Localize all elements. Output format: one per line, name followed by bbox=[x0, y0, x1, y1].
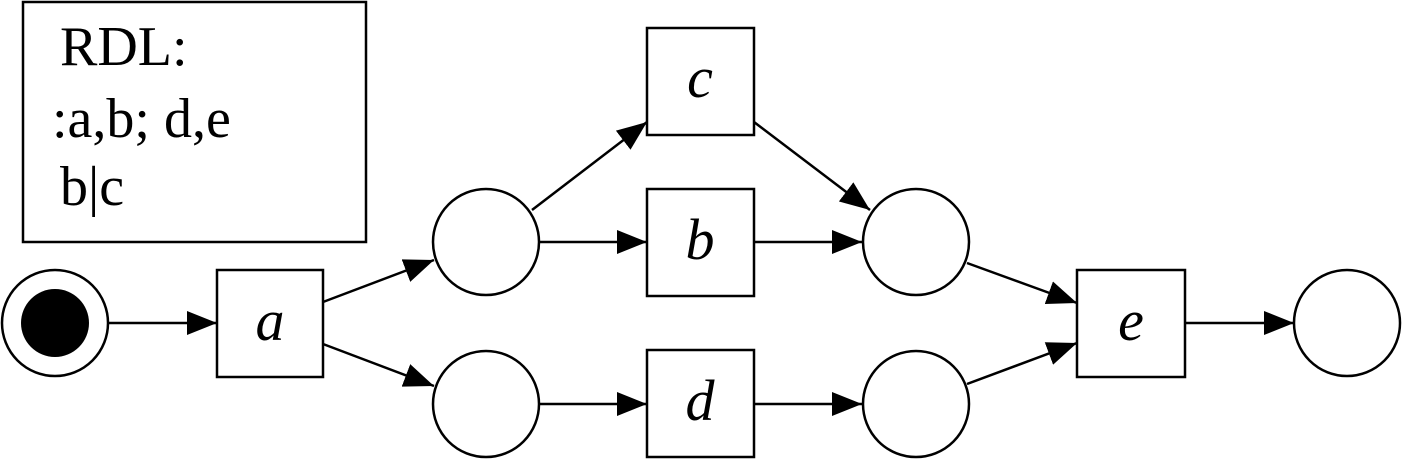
arc-p3-to-e bbox=[966, 261, 1078, 305]
transition-b-label: b bbox=[686, 207, 715, 272]
token-icon bbox=[21, 289, 89, 357]
transition-a-label: a bbox=[256, 288, 285, 353]
legend-line-1: RDL: bbox=[60, 16, 188, 78]
place-p2 bbox=[431, 349, 541, 459]
legend-line-2: :a,b; d,e bbox=[52, 88, 231, 150]
place-end bbox=[1292, 268, 1402, 378]
transition-e-box bbox=[1075, 268, 1187, 379]
transition-c-box bbox=[645, 26, 756, 137]
place-start bbox=[0, 268, 110, 378]
transition-d-box bbox=[645, 348, 756, 459]
arc-p1-to-c bbox=[531, 121, 648, 211]
transition-b-box bbox=[645, 187, 756, 298]
arc-a-to-p2 bbox=[322, 342, 435, 388]
places bbox=[0, 187, 1402, 459]
arc-c-to-p3 bbox=[753, 121, 871, 211]
transition-c: c bbox=[645, 26, 756, 137]
place-p3 bbox=[861, 187, 971, 297]
transition-d: d bbox=[645, 348, 756, 459]
arc-p4-to-e bbox=[966, 341, 1078, 386]
transition-a: a bbox=[215, 268, 325, 379]
place-p1 bbox=[431, 187, 541, 297]
transition-e-label: e bbox=[1118, 288, 1144, 353]
arcs bbox=[108, 121, 1294, 416]
rdl-legend: RDL: :a,b; d,e b|c bbox=[21, 0, 368, 244]
legend-box bbox=[21, 0, 368, 244]
transition-a-box bbox=[215, 268, 325, 379]
place-p4 bbox=[861, 349, 971, 459]
legend-line-3: b|c bbox=[60, 156, 124, 218]
transition-e: e bbox=[1075, 268, 1187, 379]
transitions: a c b d e bbox=[215, 26, 1187, 459]
transition-b: b bbox=[645, 187, 756, 298]
arc-a-to-p1 bbox=[322, 258, 435, 304]
transition-d-label: d bbox=[686, 368, 716, 433]
transition-c-label: c bbox=[687, 45, 713, 110]
